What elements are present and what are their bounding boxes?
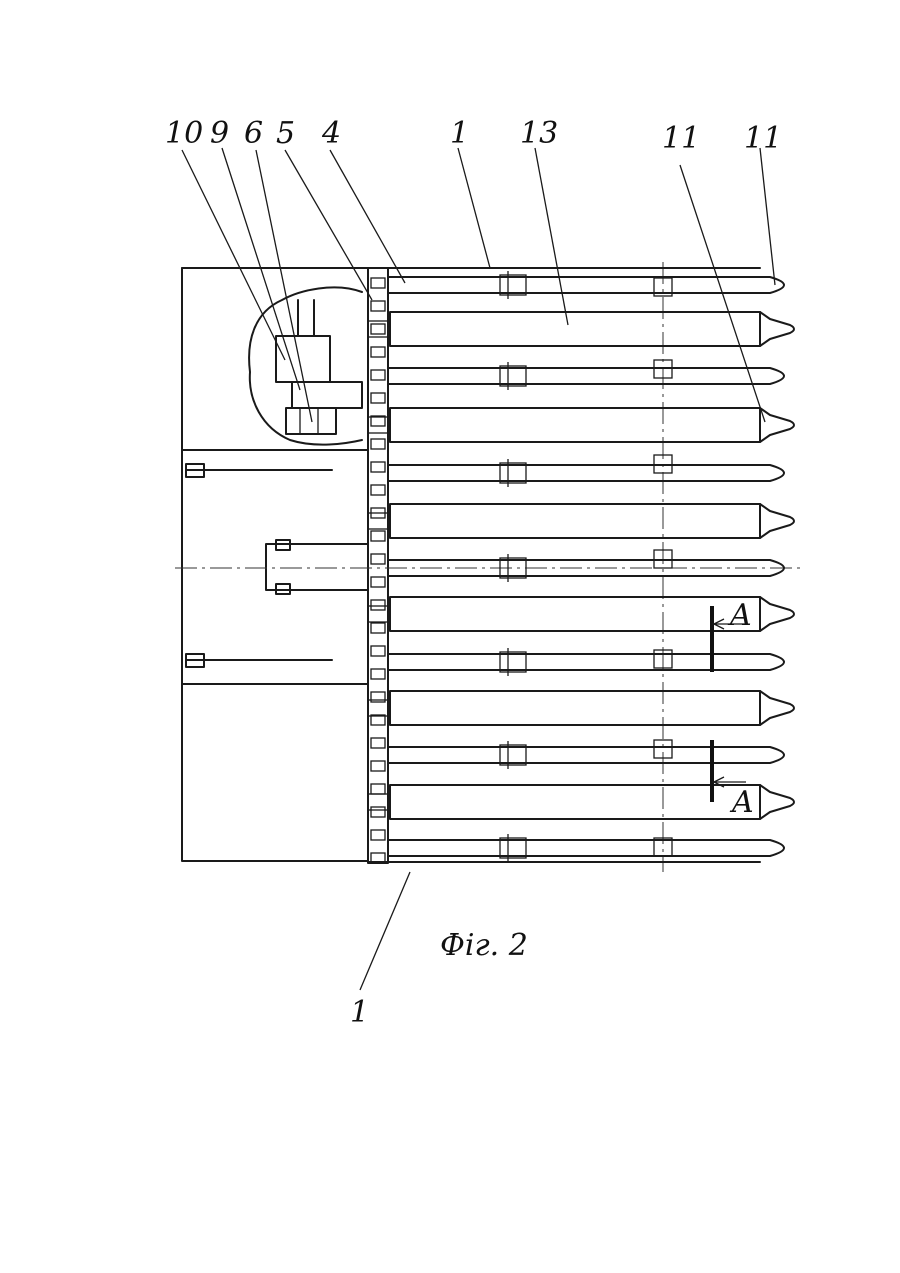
- label-11a: 11: [662, 121, 700, 156]
- chain-link: [371, 531, 385, 541]
- leader-lines: [182, 148, 775, 990]
- chain-link: [371, 600, 385, 610]
- section-A-top-label: A: [727, 598, 752, 633]
- chain-link: [371, 439, 385, 449]
- roller: [368, 504, 794, 538]
- finger-guide: [388, 271, 784, 299]
- chain-link: [371, 370, 385, 380]
- label-13: 13: [520, 116, 558, 151]
- chain-link: [371, 669, 385, 679]
- chain-link: [371, 324, 385, 334]
- finger-guide: [388, 362, 784, 390]
- chain-link: [371, 393, 385, 403]
- section-A-markers: [712, 606, 746, 802]
- label-11b: 11: [744, 121, 782, 156]
- chain-link: [371, 761, 385, 771]
- chain-link: [371, 646, 385, 656]
- label-1-top: 1: [450, 116, 469, 151]
- figure-caption: Фіг. 2: [440, 928, 528, 963]
- outer-rails: [182, 268, 760, 862]
- chain-link: [371, 554, 385, 564]
- label-5: 5: [276, 116, 295, 151]
- chain-link: [371, 830, 385, 840]
- cutaway-drive-detail: [249, 287, 362, 444]
- section-A-bottom-label: A: [729, 785, 754, 820]
- chain-link: [371, 301, 385, 311]
- chain-link: [371, 577, 385, 587]
- chain-link: [371, 347, 385, 357]
- chain-link: [371, 784, 385, 794]
- finger-guide: [388, 648, 784, 676]
- roller: [368, 785, 794, 819]
- chain-link: [371, 462, 385, 472]
- label-6: 6: [244, 116, 263, 151]
- chain-link: [371, 623, 385, 633]
- chain-link: [371, 807, 385, 817]
- label-4: 4: [321, 116, 341, 151]
- finger-guide: [388, 459, 784, 487]
- finger-guide: [388, 834, 784, 862]
- label-1-bottom: 1: [350, 995, 369, 1030]
- chain-link: [371, 485, 385, 495]
- label-9: 9: [210, 116, 229, 151]
- finger-guides: [388, 271, 784, 862]
- reference-labels: 10 9 6 5 4 1 13 11 11 1 A A: [165, 116, 782, 1030]
- left-rods: [186, 464, 368, 667]
- roller: [368, 408, 794, 442]
- finger-guide: [388, 741, 784, 769]
- label-10: 10: [165, 116, 203, 151]
- roller: [368, 691, 794, 725]
- chain-link: [371, 738, 385, 748]
- chain-link: [371, 278, 385, 288]
- rollers-13: [368, 312, 794, 819]
